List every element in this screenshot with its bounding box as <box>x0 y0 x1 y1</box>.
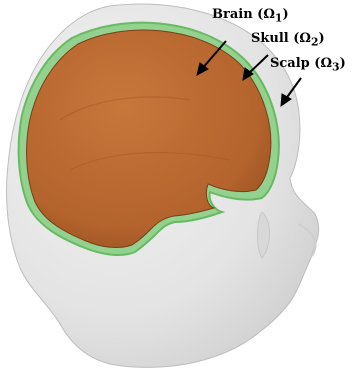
label-skull: Skull (Ω2) <box>251 32 325 48</box>
label-scalp: Scalp (Ω3) <box>270 57 346 73</box>
label-brain: Brain (Ω1) <box>212 8 289 24</box>
